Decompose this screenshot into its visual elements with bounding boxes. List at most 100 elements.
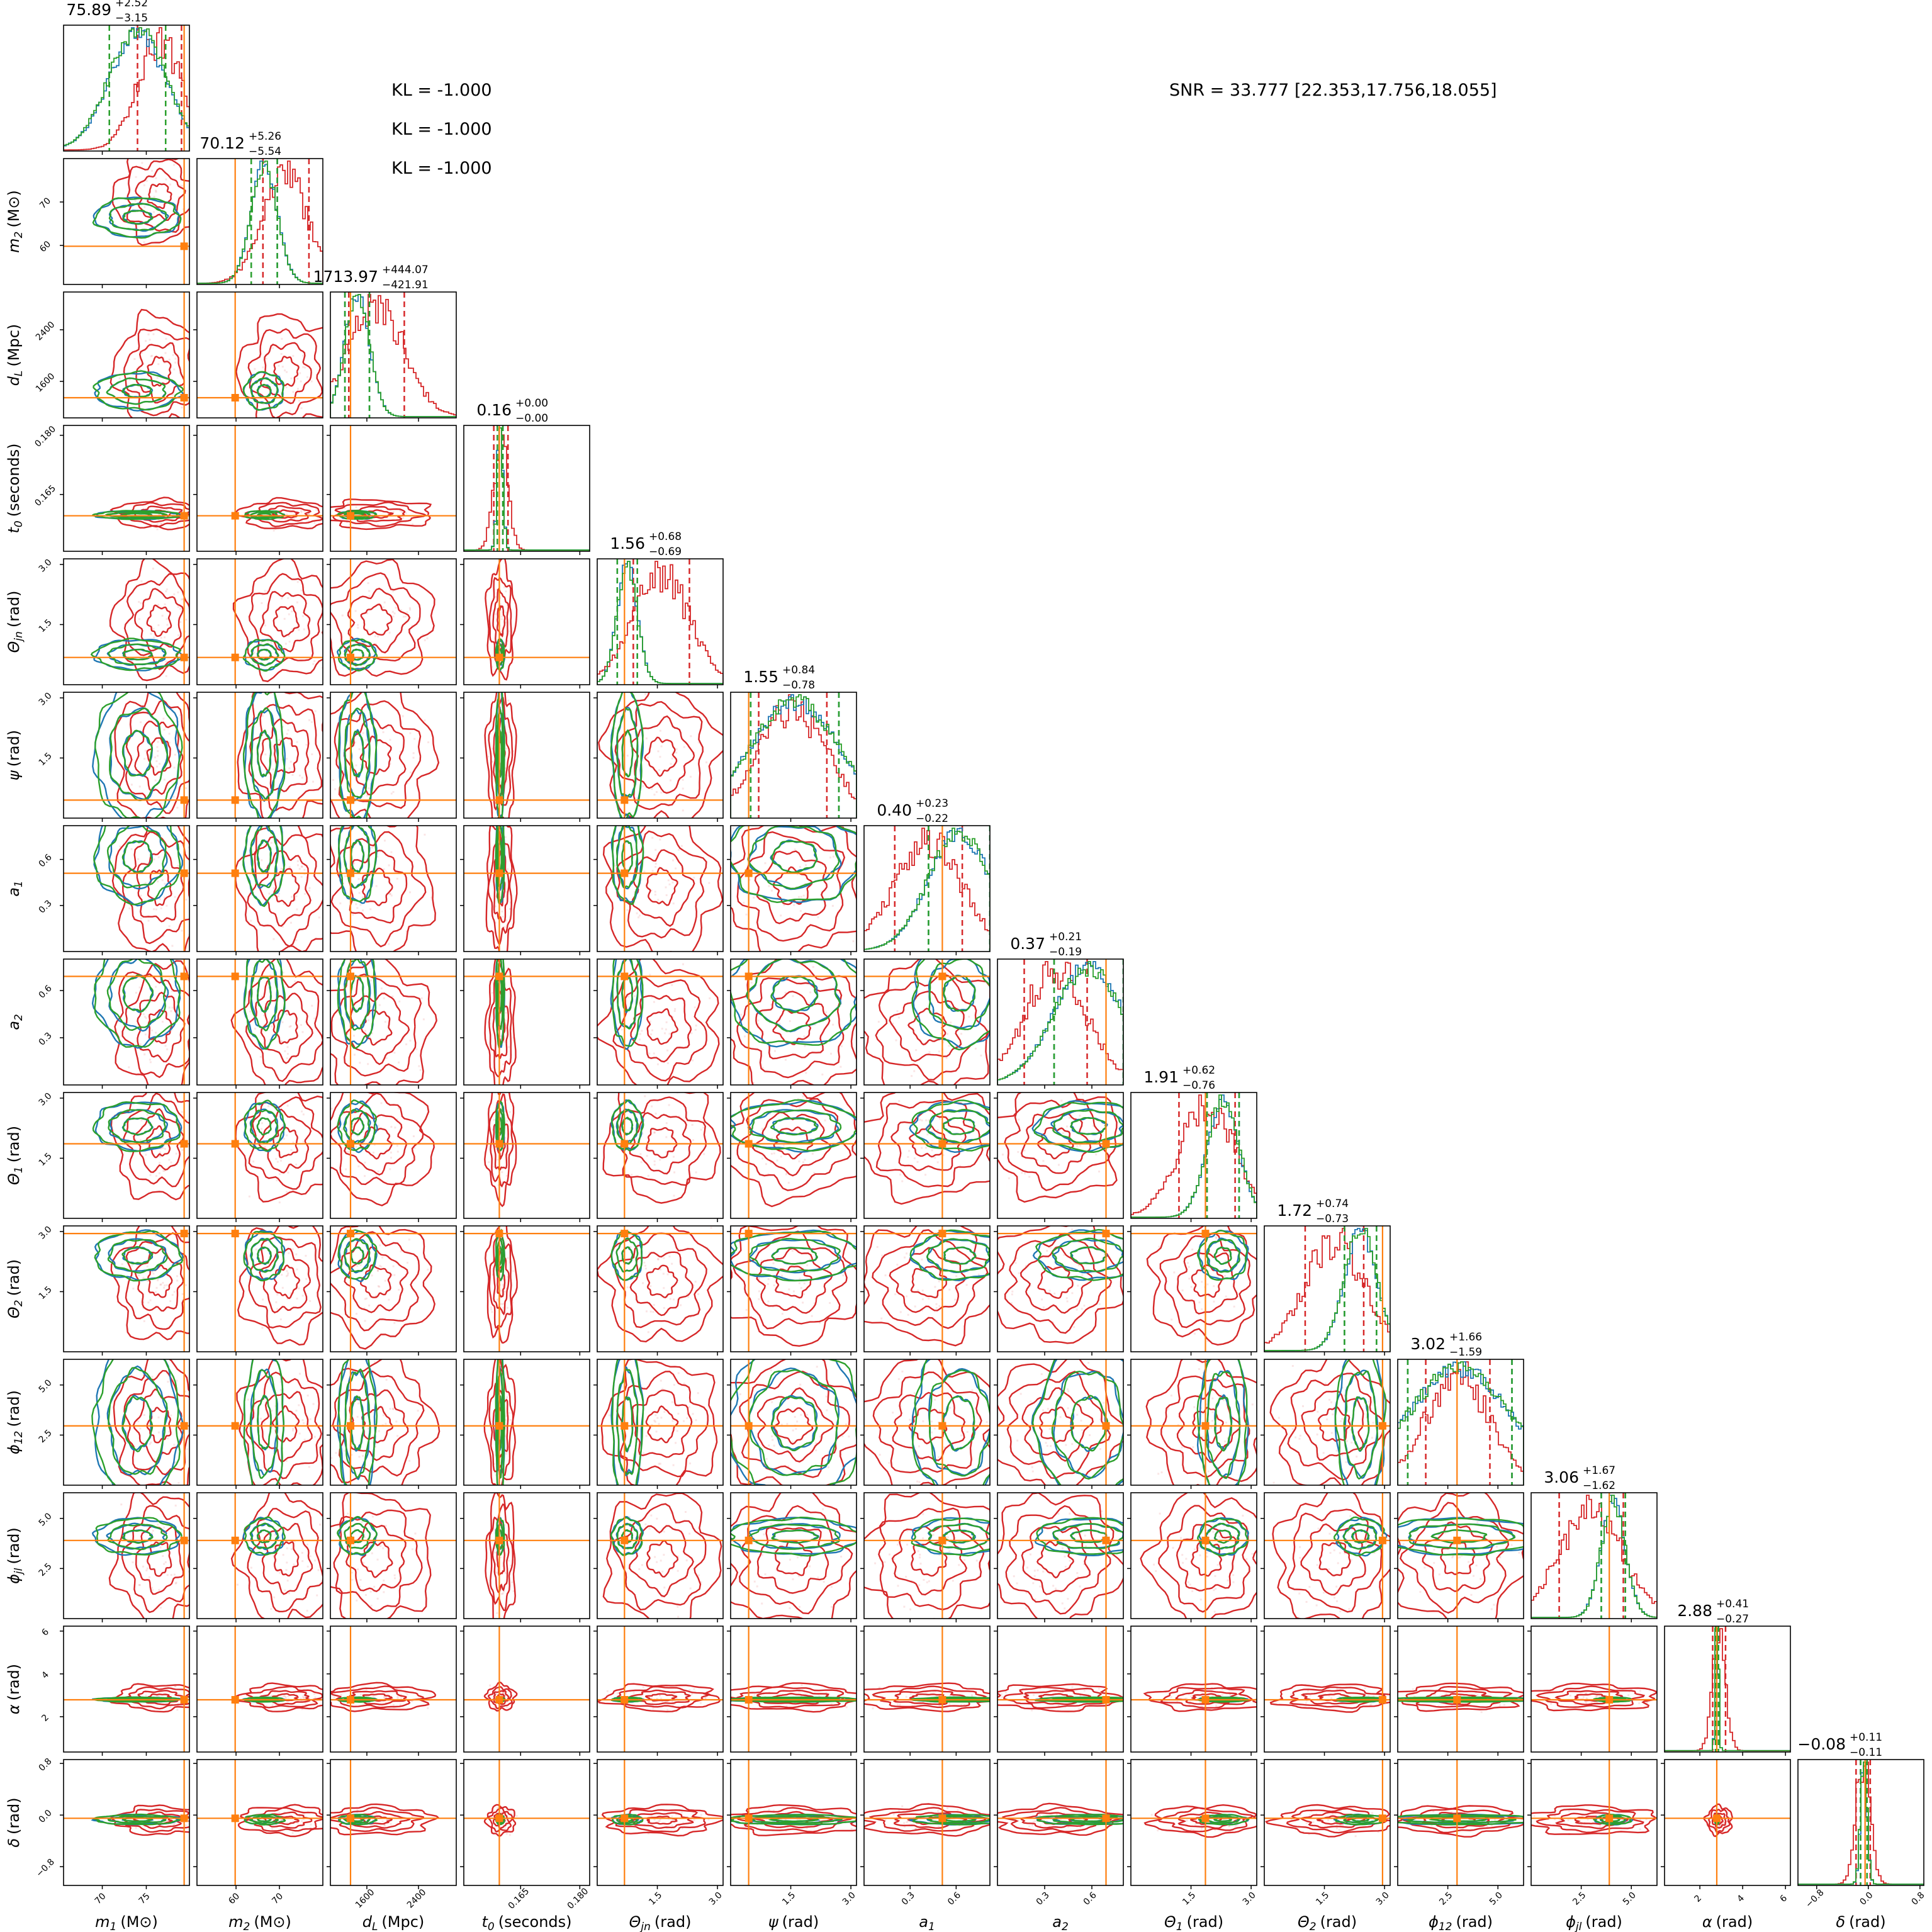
truth-marker xyxy=(231,1230,239,1238)
sample-point xyxy=(286,1104,289,1107)
contour-green xyxy=(250,1238,279,1273)
sample-point xyxy=(1067,1407,1069,1410)
title-minus: −0.19 xyxy=(1049,946,1082,958)
sample-point xyxy=(647,1331,649,1334)
sample-point xyxy=(645,1310,648,1313)
sample-point xyxy=(1018,1118,1020,1121)
sample-point xyxy=(690,735,692,738)
sample-point xyxy=(357,878,360,880)
sample-point xyxy=(347,1019,350,1022)
sample-point xyxy=(512,1036,515,1039)
sample-point xyxy=(279,1571,281,1574)
sample-point xyxy=(656,1517,658,1520)
sample-point xyxy=(383,1697,386,1699)
contour-green xyxy=(257,1246,272,1264)
title-minus: −421.91 xyxy=(382,279,429,291)
histogram-red xyxy=(1131,1094,1257,1218)
contour-red xyxy=(646,1126,678,1159)
sample-point xyxy=(1433,1562,1435,1564)
sample-point xyxy=(292,1141,295,1143)
sample-point xyxy=(179,621,182,623)
sample-point xyxy=(504,1571,507,1573)
sample-point xyxy=(666,1273,669,1276)
sample-point xyxy=(1213,1589,1215,1592)
sample-point xyxy=(259,1704,262,1707)
sample-point xyxy=(424,833,426,836)
sample-point xyxy=(693,752,695,755)
sample-point xyxy=(916,1480,919,1483)
sample-point xyxy=(398,1000,401,1003)
sample-point xyxy=(155,177,157,179)
contour-green xyxy=(257,975,272,1013)
contour-panel-phi12-phijl xyxy=(1394,1492,1524,1622)
sample-point xyxy=(1028,1176,1031,1178)
sample-point xyxy=(928,1297,930,1300)
title-plus: +5.26 xyxy=(249,130,281,143)
contour-red xyxy=(110,1092,189,1201)
sample-point xyxy=(675,1442,677,1444)
sample-point xyxy=(286,1561,288,1564)
contour-green xyxy=(256,729,272,777)
sample-point xyxy=(943,1420,946,1423)
sample-point xyxy=(383,1591,385,1593)
sample-point xyxy=(1017,1151,1019,1154)
histogram-red xyxy=(1531,1495,1657,1619)
sample-point xyxy=(688,1532,691,1535)
sample-point xyxy=(499,1047,502,1049)
contour-green xyxy=(771,1247,818,1265)
sample-point xyxy=(1188,1266,1190,1268)
sample-point xyxy=(1372,1422,1374,1424)
contour-red xyxy=(271,1405,300,1443)
sample-point xyxy=(270,1378,272,1380)
sample-point xyxy=(320,398,322,400)
contour-green xyxy=(250,511,278,519)
sample-point xyxy=(155,502,158,504)
sample-point xyxy=(691,1123,694,1126)
contour-red xyxy=(1004,1098,1109,1191)
sample-point xyxy=(831,904,834,907)
sample-point xyxy=(921,1147,923,1149)
contour-red xyxy=(1160,1375,1250,1478)
title-median: 1.91 xyxy=(1143,1068,1179,1086)
contour-red xyxy=(911,1541,948,1577)
sample-point xyxy=(1063,1254,1065,1256)
sample-point xyxy=(495,596,497,598)
sample-point xyxy=(411,1548,413,1551)
sample-point xyxy=(383,840,386,842)
sample-point xyxy=(1081,1308,1083,1310)
sample-point xyxy=(665,894,668,897)
sample-point xyxy=(627,995,630,997)
sample-point xyxy=(163,1563,166,1565)
sample-point xyxy=(665,1122,668,1125)
sample-point xyxy=(616,1692,619,1694)
sample-point xyxy=(347,1512,349,1515)
sample-point xyxy=(355,764,357,767)
sample-point xyxy=(656,1063,659,1065)
sample-point xyxy=(259,1694,262,1697)
sample-point xyxy=(677,1412,680,1415)
contour-green xyxy=(496,1237,504,1273)
sample-point xyxy=(149,1292,152,1295)
sample-point xyxy=(1215,1704,1218,1707)
sample-point xyxy=(503,773,506,776)
sample-point xyxy=(147,190,150,193)
contour-red xyxy=(330,559,435,677)
truth-marker xyxy=(180,1814,188,1822)
sample-point xyxy=(160,907,162,909)
sample-point xyxy=(153,908,155,911)
contour-green xyxy=(256,1117,272,1136)
sample-point xyxy=(1230,1695,1232,1697)
sample-point xyxy=(799,1278,801,1280)
contour-green xyxy=(770,1396,818,1452)
sample-point xyxy=(366,1537,369,1540)
sample-point xyxy=(174,753,176,756)
sample-point xyxy=(697,1392,699,1395)
sample-point xyxy=(162,1555,164,1558)
sample-point xyxy=(361,896,364,899)
sample-point xyxy=(924,1174,927,1176)
contour-red xyxy=(334,700,422,809)
sample-point xyxy=(1004,1692,1007,1694)
contour-red xyxy=(597,1683,721,1713)
sample-point xyxy=(825,1395,828,1398)
sample-point xyxy=(383,868,385,870)
